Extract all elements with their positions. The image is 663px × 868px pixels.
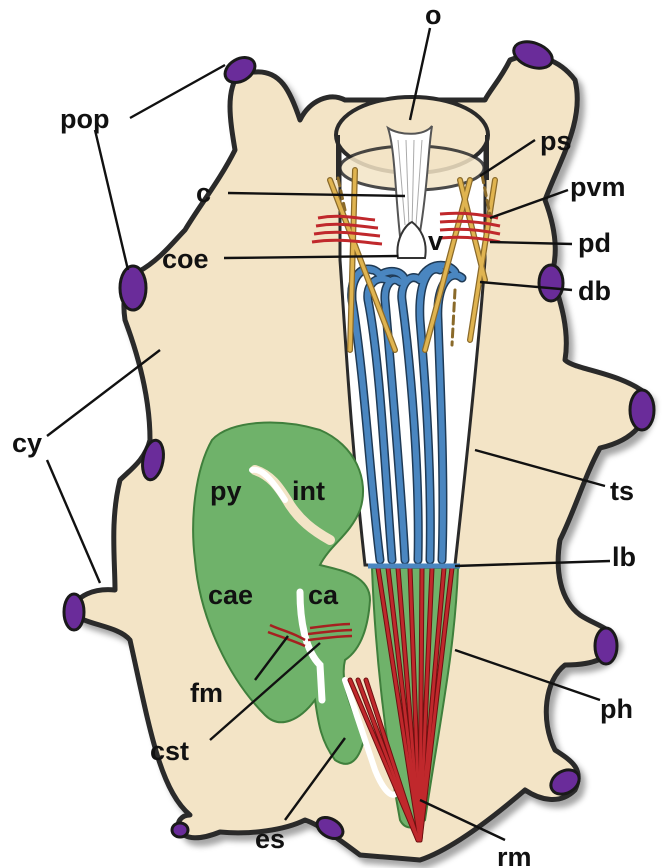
label-int: int bbox=[292, 476, 325, 506]
label-coe: coe bbox=[162, 244, 209, 274]
label-cst: cst bbox=[150, 736, 189, 766]
label-rm: rm bbox=[497, 842, 532, 868]
label-cy: cy bbox=[12, 428, 42, 458]
label-ph: ph bbox=[600, 694, 633, 724]
label-pvm: pvm bbox=[570, 172, 626, 202]
papilla-tip bbox=[539, 265, 563, 301]
label-ts: ts bbox=[610, 476, 634, 506]
label-o: o bbox=[425, 0, 442, 30]
label-ca: ca bbox=[308, 580, 339, 610]
papilla-tip bbox=[172, 823, 188, 837]
label-py: py bbox=[210, 476, 242, 506]
label-ps: ps bbox=[540, 126, 572, 156]
label-lb: lb bbox=[612, 542, 636, 572]
label-pop: pop bbox=[60, 104, 109, 134]
papilla-tip bbox=[595, 628, 617, 664]
label-pd: pd bbox=[578, 228, 611, 258]
label-v: v bbox=[428, 226, 443, 256]
label-fm: fm bbox=[190, 678, 223, 708]
papilla-tip bbox=[64, 594, 84, 630]
label-es: es bbox=[255, 824, 285, 854]
label-db: db bbox=[578, 276, 611, 306]
papilla-tip bbox=[120, 266, 146, 310]
label-c: c bbox=[196, 178, 211, 208]
papilla-tip bbox=[630, 390, 654, 430]
label-cae: cae bbox=[208, 580, 253, 610]
